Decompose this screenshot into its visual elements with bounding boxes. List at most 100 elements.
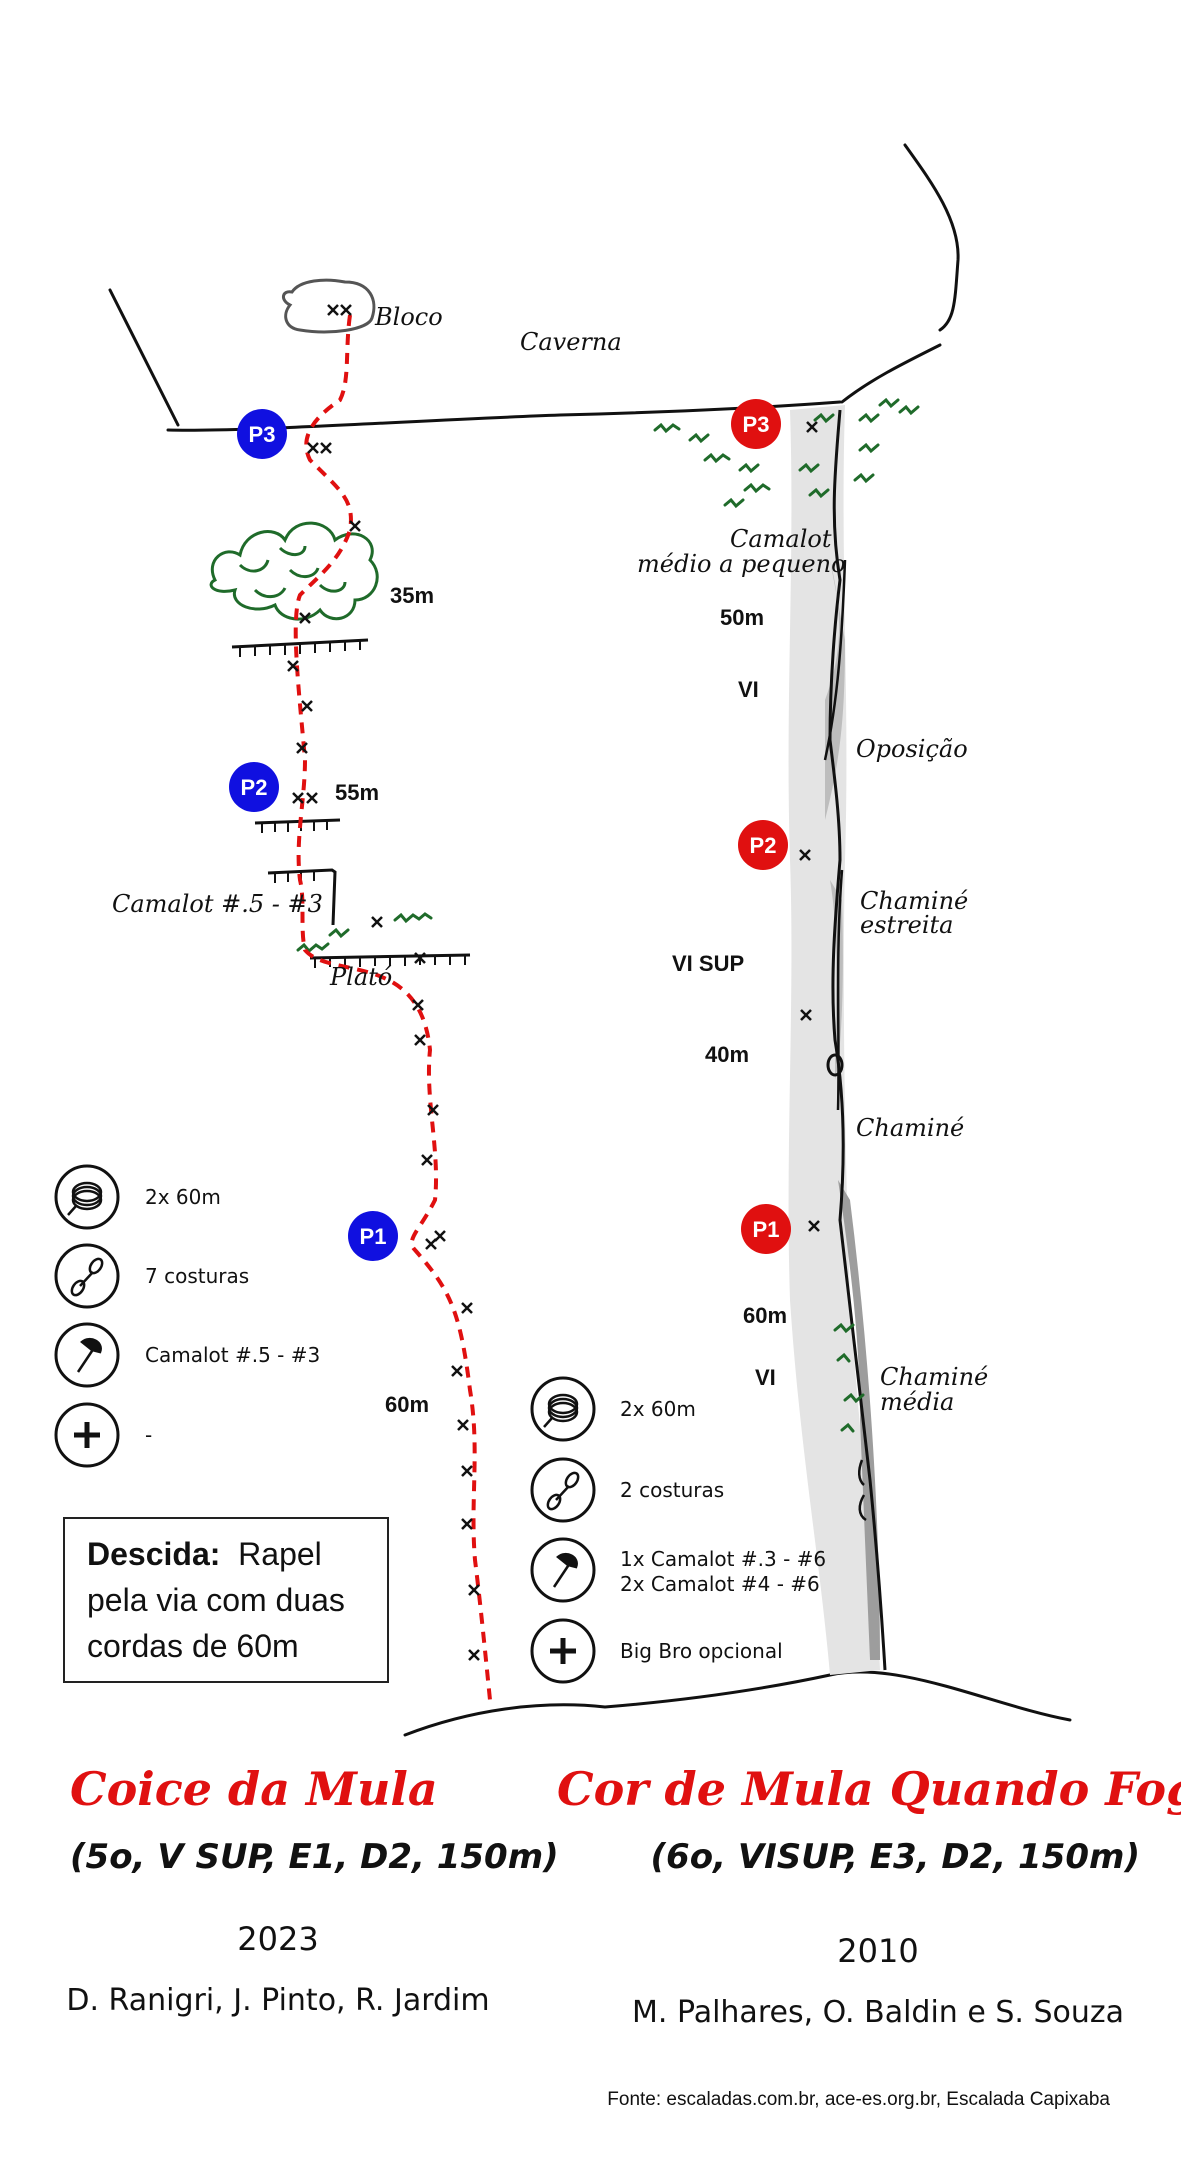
right-gear-quickdraw: 2 costuras xyxy=(530,1457,724,1523)
bolt-mark xyxy=(299,612,311,624)
belay-left-p3: P3 xyxy=(237,409,287,459)
svg-text:P3: P3 xyxy=(249,422,276,447)
svg-text:1x Camalot #.3 - #6: 1x Camalot #.3 - #6 xyxy=(620,1547,826,1571)
bolt-mark xyxy=(327,304,339,316)
left-route-line xyxy=(293,314,492,1701)
camalot-icon xyxy=(76,1337,102,1373)
descent-box: Descida: Rapel pela via com duas cordas … xyxy=(63,1517,389,1683)
bolt-mark xyxy=(461,1465,473,1477)
svg-text:2 costuras: 2 costuras xyxy=(620,1478,724,1502)
ledges xyxy=(231,638,471,968)
svg-text:Camalot #.5 - #3: Camalot #.5 - #3 xyxy=(145,1343,320,1367)
pitch1-grade: VI xyxy=(755,1365,776,1390)
svg-text:P3: P3 xyxy=(743,412,770,437)
belay-left-p1: P1 xyxy=(348,1211,398,1261)
bolt-mark xyxy=(799,849,811,861)
left-gear-extra: - xyxy=(54,1402,152,1468)
belay-left-p2: P2 xyxy=(229,762,279,812)
right-route-grade: (6o, VISUP, E3, D2, 150m) xyxy=(651,1837,1140,1877)
belay-right-p2: P2 xyxy=(738,820,788,870)
label-chamine: Chaminé xyxy=(856,1114,964,1142)
bolt-mark xyxy=(412,999,424,1011)
bolt-mark xyxy=(806,421,818,433)
svg-text:P2: P2 xyxy=(750,833,777,858)
left-route-year: 2023 xyxy=(237,1920,318,1958)
bolt-mark xyxy=(320,442,332,454)
pitch-length-60m: 60m xyxy=(385,1392,429,1417)
quickdraw-icon xyxy=(546,1471,580,1511)
label-caverna: Caverna xyxy=(520,328,622,356)
bolt-mark xyxy=(292,792,304,804)
bolt-mark xyxy=(468,1649,480,1661)
plus-icon xyxy=(550,1638,576,1664)
chimney-column xyxy=(788,405,887,1675)
pitch3-grade: VI xyxy=(738,677,759,702)
tree-vegetation xyxy=(209,521,379,621)
bolt-mark xyxy=(414,1034,426,1046)
right-route-bolts xyxy=(799,421,820,1232)
belay-right-p1: P1 xyxy=(741,1204,791,1254)
label-chamine-media-2: média xyxy=(880,1388,954,1416)
bolt-mark xyxy=(296,742,308,754)
label-oposicao: Oposição xyxy=(856,735,968,763)
grass-vegetation xyxy=(296,397,920,1433)
bolt-mark xyxy=(451,1365,463,1377)
bolt-mark xyxy=(461,1302,473,1314)
descent-text-3: cordas de 60m xyxy=(87,1628,299,1664)
pitch1-length: 60m xyxy=(743,1303,787,1328)
svg-text:2x Camalot #4 - #6: 2x Camalot #4 - #6 xyxy=(620,1572,820,1596)
plus-icon xyxy=(74,1422,100,1448)
pitch-length-35m: 35m xyxy=(390,583,434,608)
label-camalot-line1: Camalot xyxy=(730,525,832,553)
pitch2-grade: VI SUP xyxy=(672,951,744,976)
descent-text-2: pela via com duas xyxy=(87,1582,345,1618)
bolt-mark xyxy=(434,1230,446,1242)
bolt-mark xyxy=(461,1518,473,1530)
right-route-title: Cor de Mula Quando Foge xyxy=(557,1762,1181,1816)
svg-text:P1: P1 xyxy=(360,1224,387,1249)
bolt-mark xyxy=(808,1220,820,1232)
right-route-authors: M. Palhares, O. Baldin e S. Souza xyxy=(632,1995,1124,2030)
bolt-mark xyxy=(307,442,319,454)
left-route-grade: (5o, V SUP, E1, D2, 150m) xyxy=(70,1837,559,1877)
bolt-mark xyxy=(421,1154,433,1166)
descent-line-1: Descida: Rapel xyxy=(87,1531,365,1577)
bolt-mark xyxy=(800,1009,812,1021)
svg-text:2x 60m: 2x 60m xyxy=(145,1185,221,1209)
bolt-mark xyxy=(287,660,299,672)
descent-text-1: Rapel xyxy=(238,1536,322,1572)
label-camalot-note: Camalot #.5 - #3 xyxy=(112,890,323,918)
bolt-mark xyxy=(340,304,352,316)
label-camalot-line2: médio a pequeno xyxy=(637,550,846,578)
source-credit: Fonte: escaladas.com.br, ace-es.org.br, … xyxy=(607,2089,1110,2110)
svg-text:2x 60m: 2x 60m xyxy=(620,1397,696,1421)
right-route-year: 2010 xyxy=(837,1932,918,1970)
left-route-bolts xyxy=(287,304,480,1661)
label-chamine-estreita-1: Chaminé xyxy=(860,887,968,915)
label-chamine-media-1: Chaminé xyxy=(880,1363,988,1391)
svg-text:Big Bro opcional: Big Bro opcional xyxy=(620,1639,783,1663)
left-route-title: Coice da Mula xyxy=(70,1762,438,1816)
svg-text:-: - xyxy=(145,1423,152,1447)
left-gear-rope: 2x 60m xyxy=(54,1164,221,1230)
bolt-mark xyxy=(457,1419,469,1431)
label-plato: Plató xyxy=(329,963,392,991)
svg-text:7 costuras: 7 costuras xyxy=(145,1264,249,1288)
left-gear-camalot: Camalot #.5 - #3 xyxy=(54,1322,320,1388)
quickdraw-icon xyxy=(70,1257,104,1297)
descent-label: Descida: xyxy=(87,1536,221,1572)
right-gear-camalot: 1x Camalot #.3 - #6 2x Camalot #4 - #6 xyxy=(530,1537,826,1603)
svg-text:P2: P2 xyxy=(241,775,268,800)
right-gear-extra: Big Bro opcional xyxy=(530,1618,783,1684)
right-gear-rope: 2x 60m xyxy=(530,1376,696,1442)
left-gear-list: 2x 60m 7 costuras Camalot #.5 - #3 xyxy=(54,1164,320,1468)
svg-text:P1: P1 xyxy=(753,1217,780,1242)
bolt-mark xyxy=(306,792,318,804)
label-chamine-estreita-2: estreita xyxy=(860,911,953,939)
label-bloco: Bloco xyxy=(374,303,443,331)
bolt-mark xyxy=(425,1238,437,1250)
bolt-mark xyxy=(371,916,383,928)
left-route-authors: D. Ranigri, J. Pinto, R. Jardim xyxy=(66,1983,489,2018)
bolt-mark xyxy=(468,1584,480,1596)
